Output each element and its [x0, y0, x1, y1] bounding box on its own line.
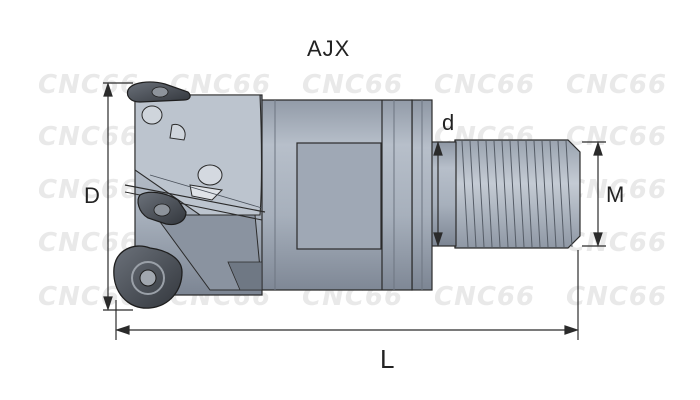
- cutting-insert-top: [126, 81, 191, 103]
- watermark: CNC66: [566, 70, 668, 100]
- cutter-body: [124, 94, 413, 296]
- thread-label: M: [606, 182, 625, 207]
- watermark: CNC66: [566, 282, 668, 312]
- thread-crest: [501, 140, 509, 248]
- thread-crest: [485, 140, 493, 248]
- wrench-flat: [296, 142, 382, 250]
- thread-crest: [541, 140, 549, 248]
- threaded-shank: [454, 139, 581, 249]
- thread-crest: [493, 140, 501, 248]
- cutting-insert-middle: [137, 191, 187, 226]
- thread-crest: [509, 140, 517, 248]
- watermark: CNC66: [38, 175, 140, 205]
- dimension-lines: [103, 82, 606, 340]
- watermark: CNC66: [38, 122, 140, 152]
- watermark: CNC66: [434, 70, 536, 100]
- thread-crest: [461, 140, 469, 248]
- watermark: CNC66: [302, 70, 404, 100]
- watermark: CNC66: [566, 175, 668, 205]
- shank-collar: [411, 99, 457, 291]
- diagram-title: AJX: [307, 36, 351, 61]
- bore-label: d: [442, 110, 455, 135]
- watermark: CNC66: [566, 228, 668, 258]
- thread-crest: [565, 140, 573, 248]
- thread-crest: [469, 140, 477, 248]
- watermark: CNC66: [566, 122, 668, 152]
- thread-crest: [557, 140, 565, 248]
- thread-crest: [549, 140, 557, 248]
- thread-crest: [525, 140, 533, 248]
- thread-crest: [533, 140, 541, 248]
- length-label: L: [380, 344, 395, 374]
- watermark: CNC66: [38, 70, 140, 100]
- thread-crest: [517, 140, 525, 248]
- cutting-insert-bottom: [113, 245, 183, 309]
- thread-crest: [477, 140, 485, 248]
- diameter-label: D: [84, 183, 100, 208]
- watermark: CNC66: [434, 282, 536, 312]
